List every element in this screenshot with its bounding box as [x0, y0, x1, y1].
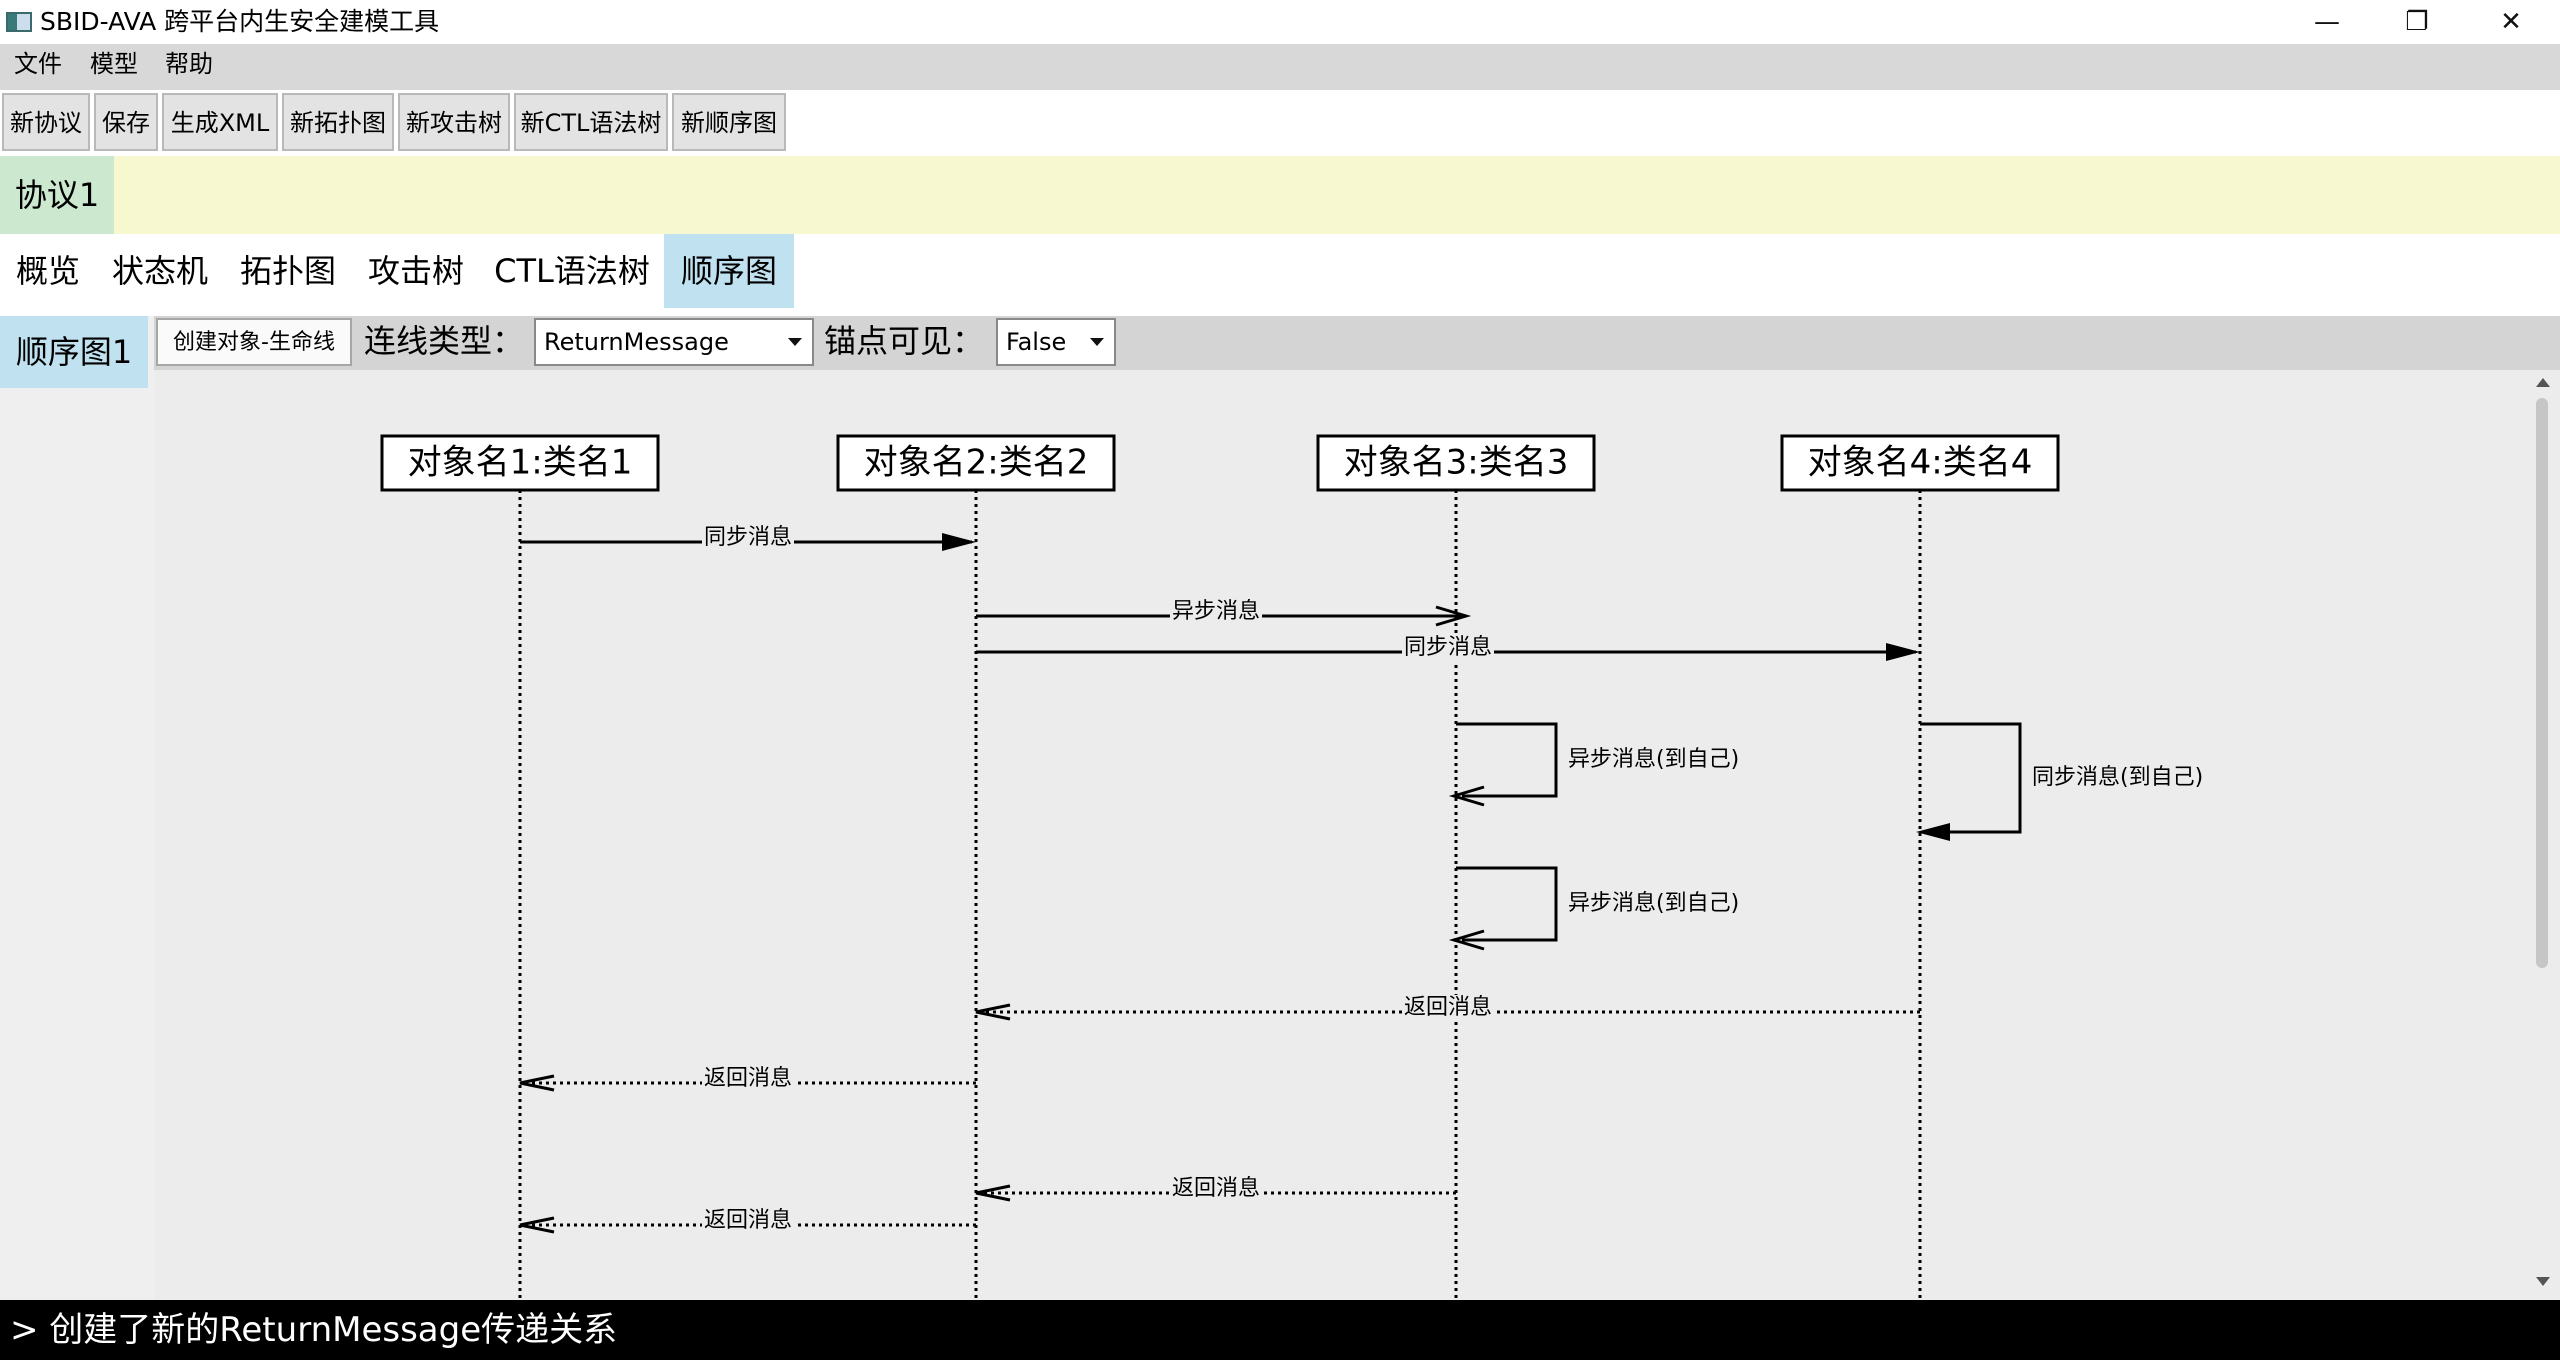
menu-help[interactable]: 帮助 — [165, 50, 213, 78]
message-label-bg — [1566, 747, 1764, 773]
object-label: 对象名3:类名3 — [1344, 443, 1569, 483]
vertical-scrollbar[interactable] — [2526, 370, 2560, 1300]
window-title: SBID-AVA 跨平台内生安全建模工具 — [40, 7, 440, 36]
message-label-bg — [1170, 1176, 1262, 1202]
new-ctl-tree-button[interactable]: 新CTL语法树 — [514, 93, 668, 151]
object-box — [1316, 434, 1596, 492]
message-label: 异步消息(到自己) — [1568, 747, 1739, 772]
return-arrowhead — [975, 1003, 1011, 1021]
scroll-thumb[interactable] — [2536, 398, 2548, 968]
async-arrowhead — [1435, 605, 1472, 627]
message-label: 返回消息 — [704, 1066, 792, 1091]
generate-xml-button[interactable]: 生成XML — [162, 93, 278, 151]
new-sequence-diagram-button[interactable]: 新顺序图 — [672, 93, 786, 151]
protocol-tab[interactable]: 协议1 — [0, 156, 114, 234]
scroll-up-icon[interactable] — [2536, 378, 2550, 387]
self-message-line — [1920, 722, 2022, 834]
message-label-bg — [702, 525, 794, 551]
new-attack-tree-button[interactable]: 新攻击树 — [398, 93, 510, 151]
minimize-button[interactable]: — — [2314, 7, 2340, 37]
message-label: 同步消息(到自己) — [2032, 765, 2203, 790]
object-box — [1780, 434, 2060, 492]
message-label-bg — [1402, 635, 1494, 661]
title-bar: SBID-AVA 跨平台内生安全建模工具 — ❐ ✕ — [0, 0, 2560, 44]
close-button[interactable]: ✕ — [2500, 7, 2522, 37]
status-bar: > 创建了新的ReturnMessage传递关系 — [0, 1300, 2560, 1360]
message-label-bg — [1566, 891, 1764, 917]
menu-model[interactable]: 模型 — [90, 50, 138, 78]
object-box — [380, 434, 660, 492]
create-lifeline-button[interactable]: 创建对象-生命线 — [156, 318, 352, 366]
new-topology-button[interactable]: 新拓扑图 — [282, 93, 394, 151]
async-arrowhead — [1448, 785, 1485, 807]
message-label: 返回消息 — [704, 1208, 792, 1233]
link-type-value: ReturnMessage — [544, 328, 729, 356]
protocol-tab-strip: 协议1 — [0, 156, 2560, 234]
diagram-tab-sequence-1[interactable]: 顺序图1 — [0, 316, 148, 388]
message-label: 异步消息 — [1172, 599, 1260, 624]
object-label: 对象名2:类名2 — [864, 443, 1089, 483]
tab-sequence-diagram[interactable]: 顺序图 — [664, 234, 794, 308]
link-type-select[interactable]: ReturnMessage — [534, 318, 814, 366]
message-label: 同步消息 — [704, 525, 792, 550]
object-label: 对象名1:类名1 — [408, 443, 633, 483]
object-box — [836, 434, 1116, 492]
view-tabs: 概览 状态机 拓扑图 攻击树 CTL语法树 顺序图 — [0, 234, 2560, 316]
message-label: 同步消息 — [1404, 635, 1492, 660]
save-button[interactable]: 保存 — [94, 93, 158, 151]
message-label-bg — [2030, 765, 2228, 791]
anchor-visible-select[interactable]: False — [996, 318, 1116, 366]
toolbar: 新协议 保存 生成XML 新拓扑图 新攻击树 新CTL语法树 新顺序图 — [0, 90, 2560, 156]
anchor-visible-label: 锚点可见： — [824, 322, 985, 360]
message-label-bg — [1170, 599, 1262, 625]
return-arrowhead — [519, 1074, 555, 1092]
menu-file[interactable]: 文件 — [14, 50, 62, 78]
message-label: 返回消息 — [1404, 995, 1492, 1020]
message-label-bg — [1402, 995, 1494, 1021]
message-label: 返回消息 — [1172, 1176, 1260, 1201]
sync-arrowhead — [942, 533, 976, 551]
sync-arrowhead — [1916, 823, 1950, 841]
chevron-down-icon — [788, 338, 802, 346]
app-icon — [6, 12, 32, 32]
new-protocol-button[interactable]: 新协议 — [2, 93, 90, 151]
chevron-down-icon — [1090, 338, 1104, 346]
tab-ctl-tree[interactable]: CTL语法树 — [494, 252, 650, 290]
tab-attack-tree[interactable]: 攻击树 — [367, 252, 464, 290]
sync-arrowhead — [1886, 643, 1920, 661]
link-type-label: 连线类型： — [364, 322, 525, 360]
message-label: 异步消息(到自己) — [1568, 891, 1739, 916]
return-arrowhead — [975, 1184, 1011, 1202]
object-label: 对象名4:类名4 — [1808, 443, 2033, 483]
self-message-line — [1456, 722, 1558, 798]
self-message-line — [1456, 866, 1558, 942]
tab-overview[interactable]: 概览 — [15, 252, 80, 290]
tab-topology[interactable]: 拓扑图 — [239, 252, 336, 290]
diagram-list-panel: 顺序图1 — [0, 316, 154, 1300]
anchor-visible-value: False — [1006, 328, 1067, 356]
diagram-control-bar: 创建对象-生命线 连线类型： ReturnMessage 锚点可见： False — [154, 316, 2560, 370]
restore-button[interactable]: ❐ — [2405, 7, 2429, 37]
tab-state-machine[interactable]: 状态机 — [111, 252, 208, 290]
message-label-bg — [702, 1066, 794, 1092]
message-label-bg — [702, 1208, 794, 1234]
return-arrowhead — [519, 1216, 555, 1234]
menu-bar: 文件 模型 帮助 — [0, 44, 2560, 90]
scroll-down-icon[interactable] — [2536, 1277, 2550, 1286]
async-arrowhead — [1448, 929, 1485, 951]
